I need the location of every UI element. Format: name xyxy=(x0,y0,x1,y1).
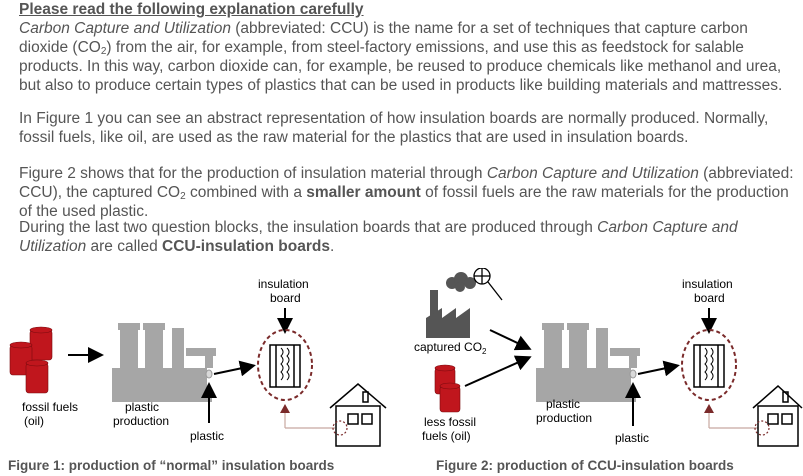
fig2-fuel-label-2: fuels (oil) xyxy=(422,429,471,443)
figure-1-caption: Figure 1: production of “normal” insulat… xyxy=(8,458,335,473)
fig2-plastic-production-1: plastic xyxy=(546,397,580,411)
fig1-fuel-label-1: fossil fuels xyxy=(22,400,78,414)
oil-barrels-icon xyxy=(434,364,461,413)
fig1-insulation-label-2: board xyxy=(270,291,301,305)
house-icon xyxy=(329,383,387,447)
insulation-board-icon xyxy=(693,344,725,388)
house-icon xyxy=(752,384,803,447)
paragraph-figure1-explanation: In Figure 1 you can see an abstract repr… xyxy=(19,110,769,146)
figure-1-diagram: fossil fuels (oil) plastic production pl… xyxy=(9,277,387,447)
figure-2-diagram: captured CO2 less fossil fuels (oil) pla… xyxy=(414,268,803,447)
fig1-plastic-production-1: plastic xyxy=(125,400,159,414)
plastic-plant-icon xyxy=(536,323,640,402)
fig1-fuel-label-2: (oil) xyxy=(24,414,44,428)
fig2-plastic-label: plastic xyxy=(615,431,649,445)
fig1-plastic-label: plastic xyxy=(190,429,224,443)
fig2-plastic-production-2: production xyxy=(536,411,592,425)
smoke-cloud-icon xyxy=(446,272,476,292)
capture-net-icon xyxy=(473,268,503,301)
factory-icon xyxy=(426,290,470,338)
plastic-plant-icon xyxy=(112,323,216,402)
fig2-insulation-label-2: board xyxy=(694,291,725,305)
fig2-captured-label: captured CO2 xyxy=(414,340,487,356)
figure-2-caption: Figure 2: production of CCU-insulation b… xyxy=(436,458,734,473)
oil-barrels-icon xyxy=(9,326,53,394)
paragraph-ccu-definition: Carbon Capture and Utilization (abbrevia… xyxy=(19,20,783,94)
paragraph-figure2-explanation: Figure 2 shows that for the production o… xyxy=(19,165,794,220)
fig2-insulation-label-1: insulation xyxy=(682,277,733,291)
insulation-board-icon xyxy=(269,344,301,388)
ccu-term: Carbon Capture and Utilization xyxy=(19,20,231,37)
fig2-fuel-label-1: less fossil xyxy=(424,415,476,429)
paragraph-ccu-boards: During the last two question blocks, the… xyxy=(19,219,738,255)
fig1-plastic-production-2: production xyxy=(113,414,169,428)
page-heading: Please read the following explanation ca… xyxy=(19,1,364,18)
fig1-insulation-label-1: insulation xyxy=(258,277,309,291)
